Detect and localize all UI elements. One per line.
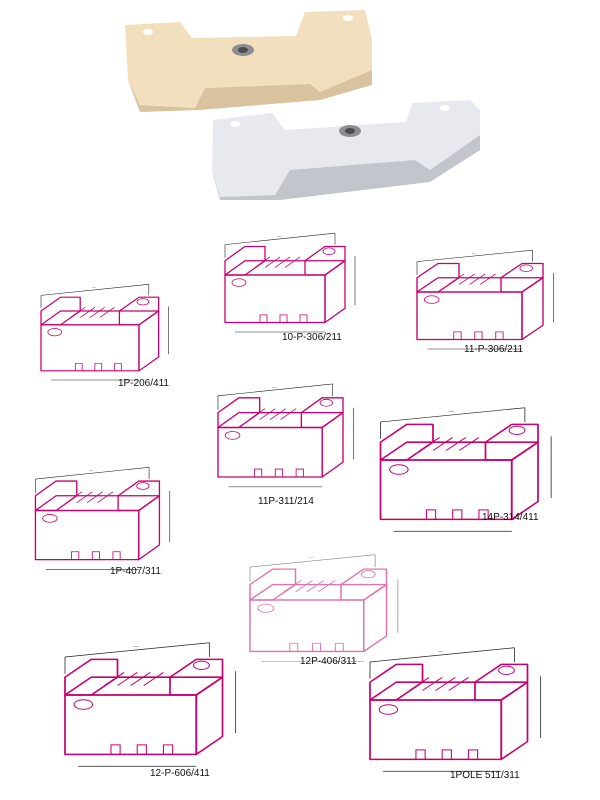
drawing-11p-311-214 (198, 365, 363, 490)
beige-insulator-photo (125, 10, 372, 112)
caption-12p-406-311: 12P-406/311 (300, 656, 357, 667)
caption-10-p-306-211: 10-P-306/211 (282, 332, 342, 343)
grey-insulator-photo (212, 100, 480, 200)
product-photo (0, 0, 600, 215)
caption-1p-407-311: 1P-407/311 (110, 566, 161, 577)
caption-11-p-306-211: 11-P-306/211 (464, 344, 524, 355)
drawing-12-p-606-411 (30, 620, 255, 770)
caption-1pole-511-311: 1POLE 511/311 (450, 770, 520, 781)
drawing-1pole-511-311 (335, 625, 560, 775)
drawing-1p-407-311 (22, 448, 177, 573)
drawing-1p-206-411 (28, 268, 178, 388)
caption-14p-314-411: 14P-314/411 (482, 512, 539, 523)
drawing-11-p-306-211 (392, 232, 562, 352)
caption-11p-311-214: 11P-311/214 (258, 496, 314, 507)
caption-12-p-606-411: 12-P-606/411 (150, 768, 210, 779)
drawing-10-p-306-211 (200, 215, 360, 335)
caption-1p-206-411: 1P-206/411 (118, 378, 169, 389)
